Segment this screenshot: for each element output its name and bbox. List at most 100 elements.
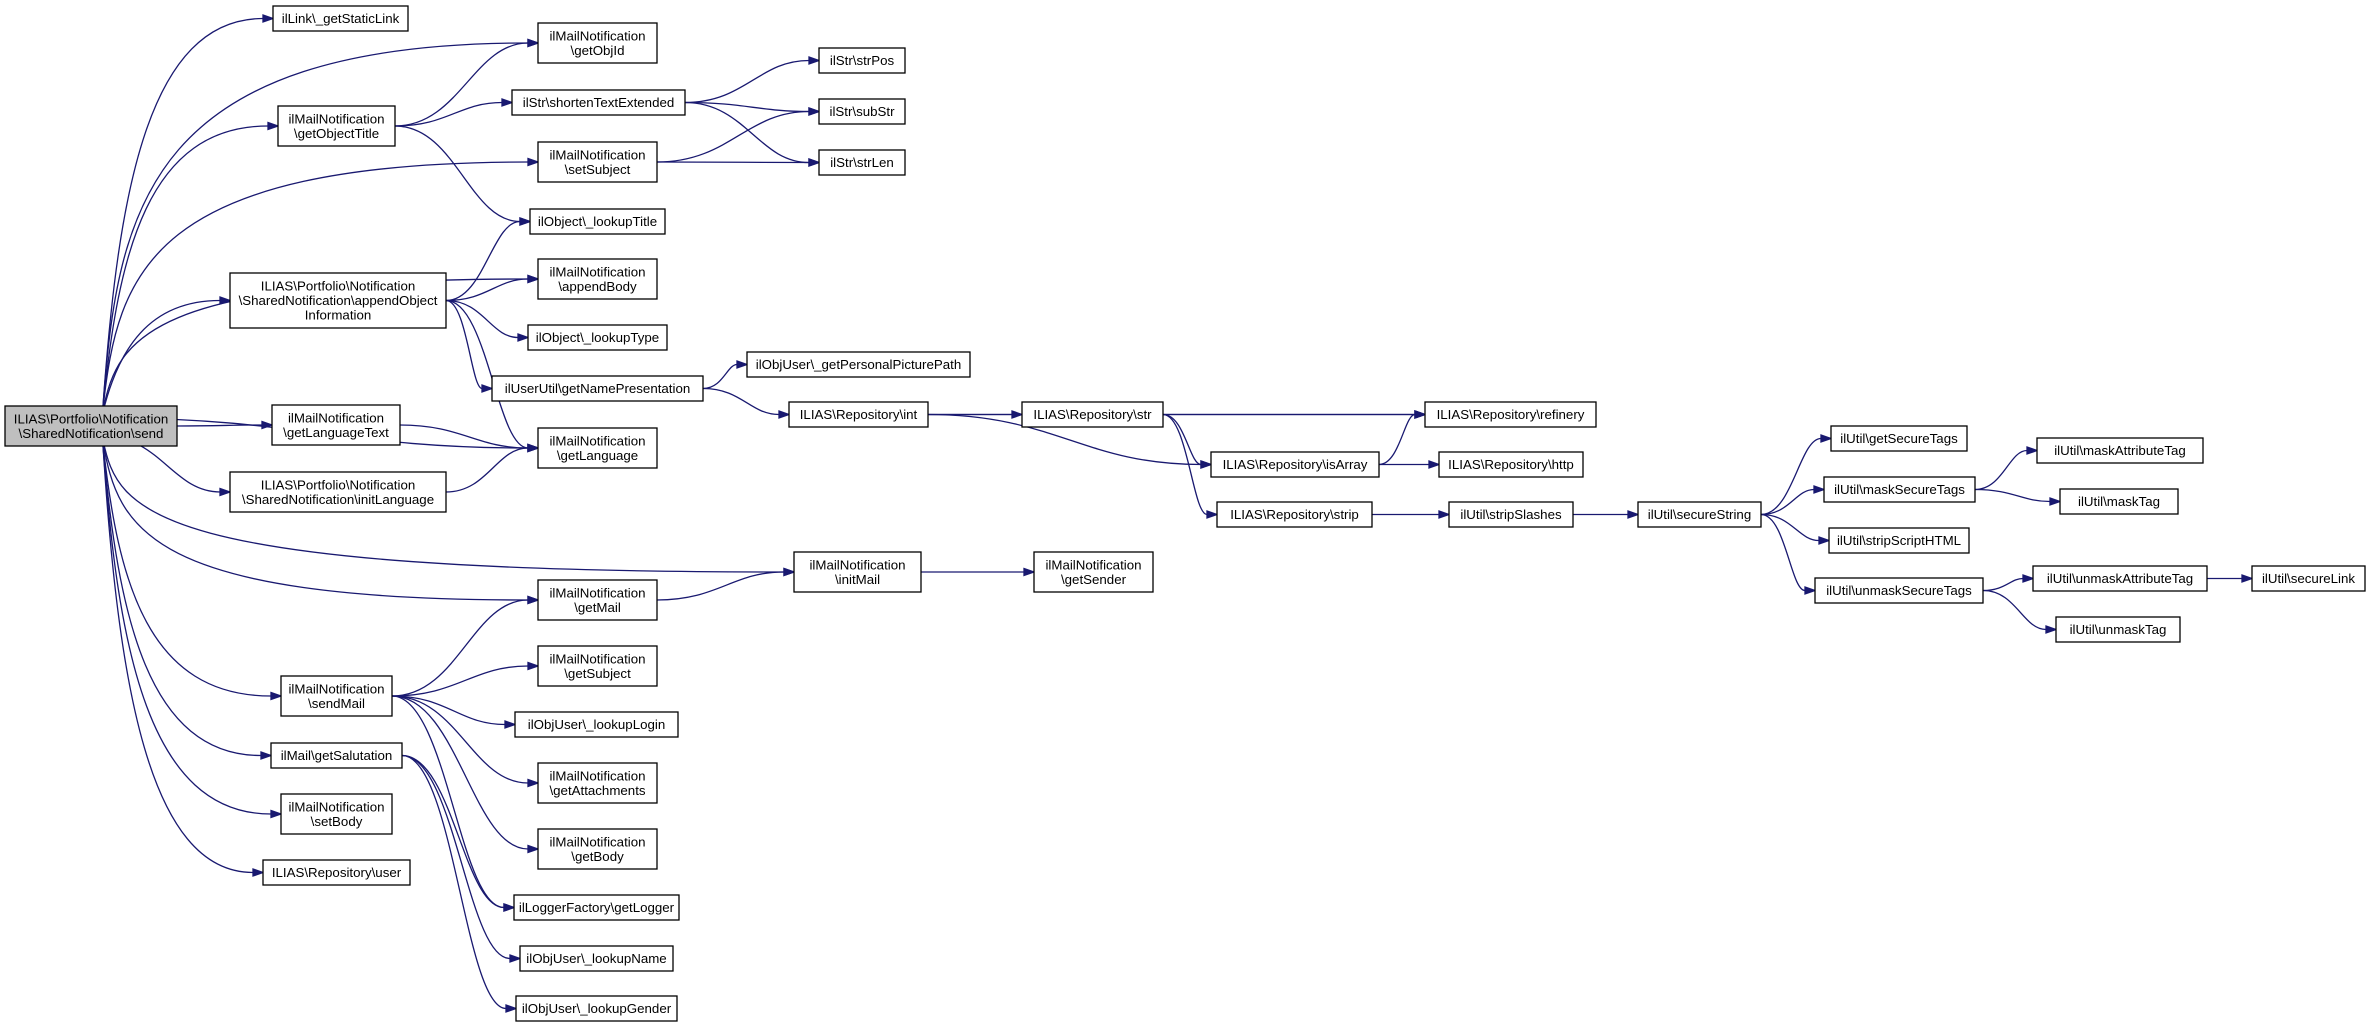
node-lookupLogin[interactable]: ilObjUser\_lookupLogin [514,711,679,738]
node-label: \setBody [311,814,363,829]
node-maskTag[interactable]: ilUtil\maskTag [2059,488,2179,515]
node-repoStrip[interactable]: ILIAS\Repository\strip [1216,501,1373,528]
node-lookupTitle[interactable]: ilObject\_lookupTitle [529,208,666,235]
node-maskSecureTags[interactable]: ilUtil\maskSecureTags [1823,476,1976,503]
node-refinery[interactable]: ILIAS\Repository\refinery [1424,401,1597,428]
node-stripSlashes[interactable]: ilUtil\stripSlashes [1448,501,1574,528]
nodes-layer: ILIAS\Portfolio\Notification\SharedNotif… [4,5,2366,1022]
edge-initLanguage-to-getLanguage [445,447,529,493]
node-send[interactable]: ILIAS\Portfolio\Notification\SharedNotif… [4,405,178,447]
edge-appendObjectInformation-to-lookupType [445,299,519,339]
node-maskAttributeTag[interactable]: ilUtil\maskAttributeTag [2036,437,2204,464]
node-getSubject[interactable]: ilMailNotification\getSubject [537,645,658,687]
node-unmaskTag[interactable]: ilUtil\unmaskTag [2055,616,2181,643]
node-box [537,141,658,183]
edge-send-to-setSubject [102,161,529,409]
node-label: \getLanguage [557,448,638,463]
node-getSecureTags[interactable]: ilUtil\getSecureTags [1830,425,1968,452]
edge-shortenTextExtended-to-strLen [684,101,810,164]
edge-maskSecureTags-to-maskAttributeTag [1974,449,2028,491]
node-label: ilMailNotification [549,585,645,600]
node-label: ilUtil\maskTag [2078,494,2160,509]
edge-arrowhead [252,868,265,877]
node-repoInt[interactable]: ILIAS\Repository\int [788,401,929,428]
node-box [1033,551,1154,593]
node-label: \appendBody [558,279,637,294]
node-label: ilObject\_lookupType [536,330,659,345]
node-getLanguage[interactable]: ilMailNotification\getLanguage [537,427,658,469]
edge-arrowhead [504,720,517,729]
edge-secureString-to-unmaskSecureTags [1760,513,1806,592]
node-box [2055,616,2181,643]
node-stripScriptHTML[interactable]: ilUtil\stripScriptHTML [1828,527,1970,554]
node-getPersonalPicturePath[interactable]: ilObjUser\_getPersonalPicturePath [746,351,971,378]
node-strLen[interactable]: ilStr\strLen [818,149,906,176]
edge-send-to-getLanguageText [176,424,263,427]
edge-arrowhead [2049,497,2062,506]
edge-repoInt-to-isArray [927,413,1202,466]
node-subStr[interactable]: ilStr\subStr [818,98,906,125]
edge-sendMail-to-getLogger [391,695,505,909]
node-isArray[interactable]: ILIAS\Repository\isArray [1210,451,1380,478]
node-box [1448,501,1574,528]
node-setBody[interactable]: ilMailNotification\setBody [280,793,393,835]
node-getObjectTitle[interactable]: ilMailNotification\getObjectTitle [277,105,396,147]
node-appendBody[interactable]: ilMailNotification\appendBody [537,258,658,300]
edge-arrowhead [527,661,540,671]
node-getStaticLink[interactable]: ilLink\_getStaticLink [272,5,409,32]
node-getSender[interactable]: ilMailNotification\getSender [1033,551,1154,593]
node-secureString[interactable]: ilUtil\secureString [1637,501,1762,528]
node-label: ILIAS\Portfolio\Notification [14,411,168,426]
node-getNamePresentation[interactable]: ilUserUtil\getNamePresentation [491,375,704,402]
edge-arrowhead [527,595,540,605]
node-label: ILIAS\Repository\str [1033,407,1152,422]
node-getMail[interactable]: ilMailNotification\getMail [537,579,658,621]
node-getObjId[interactable]: ilMailNotification\getObjId [537,22,658,64]
node-getAttachments[interactable]: ilMailNotification\getAttachments [537,762,658,804]
node-repoUser[interactable]: ILIAS\Repository\user [262,859,411,886]
edge-arrowhead [1818,536,1831,545]
node-label: ILIAS\Repository\refinery [1437,407,1585,422]
edge-arrowhead [267,121,280,131]
node-getLogger[interactable]: ilLoggerFactory\getLogger [513,894,680,921]
node-strPos[interactable]: ilStr\strPos [818,47,906,74]
edge-send-to-repoUser [102,445,254,874]
node-initMail[interactable]: ilMailNotification\initMail [793,551,922,593]
edge-send-to-appendObjectInformation [102,299,221,413]
node-unmaskAttributeTag[interactable]: ilUtil\unmaskAttributeTag [2032,565,2208,592]
edge-getObjectTitle-to-shortenTextExtended [394,101,503,127]
node-lookupName[interactable]: ilObjUser\_lookupName [519,945,674,972]
node-label: ILIAS\Repository\strip [1230,507,1359,522]
node-secureLink[interactable]: ilUtil\secureLink [2251,565,2366,592]
node-sendMail[interactable]: ilMailNotification\sendMail [280,675,393,717]
edge-arrowhead [262,14,275,23]
edge-shortenTextExtended-to-subStr [684,101,810,113]
node-initLanguage[interactable]: ILIAS\Portfolio\Notification\SharedNotif… [229,471,447,513]
edge-send-to-getObjId [102,42,529,407]
node-label: \getMail [574,600,621,615]
node-lookupType[interactable]: ilObject\_lookupType [527,324,668,351]
edge-arrowhead [1820,434,1833,443]
node-setSubject[interactable]: ilMailNotification\setSubject [537,141,658,183]
node-label: ilLink\_getStaticLink [282,11,400,26]
node-box [2032,565,2208,592]
edge-send-to-getMail [102,441,529,601]
node-appendObjectInformation[interactable]: ILIAS\Portfolio\Notification\SharedNotif… [229,272,447,329]
node-lookupGender[interactable]: ilObjUser\_lookupGender [515,995,678,1022]
node-label: ilObjUser\_getPersonalPicturePath [756,357,961,372]
edge-arrowhead [1804,586,1817,595]
node-label: ilMailNotification [549,147,645,162]
node-getSalutation[interactable]: ilMail\getSalutation [270,742,403,769]
edge-arrowhead [219,296,232,305]
node-getLanguageText[interactable]: ilMailNotification\getLanguageText [271,404,401,446]
node-label: ilMail\getSalutation [281,748,393,763]
node-http[interactable]: ILIAS\Repository\http [1438,451,1584,478]
node-unmaskSecureTags[interactable]: ilUtil\unmaskSecureTags [1814,577,1984,604]
edge-setSubject-to-strLen [656,161,810,164]
node-getBody[interactable]: ilMailNotification\getBody [537,828,658,870]
edge-arrowhead [1414,410,1427,419]
node-shortenTextExtended[interactable]: ilStr\shortenTextExtended [511,89,686,116]
edge-send-to-getStaticLink [102,17,264,407]
node-repoStr[interactable]: ILIAS\Repository\str [1021,401,1164,428]
edge-arrowhead [527,778,540,788]
